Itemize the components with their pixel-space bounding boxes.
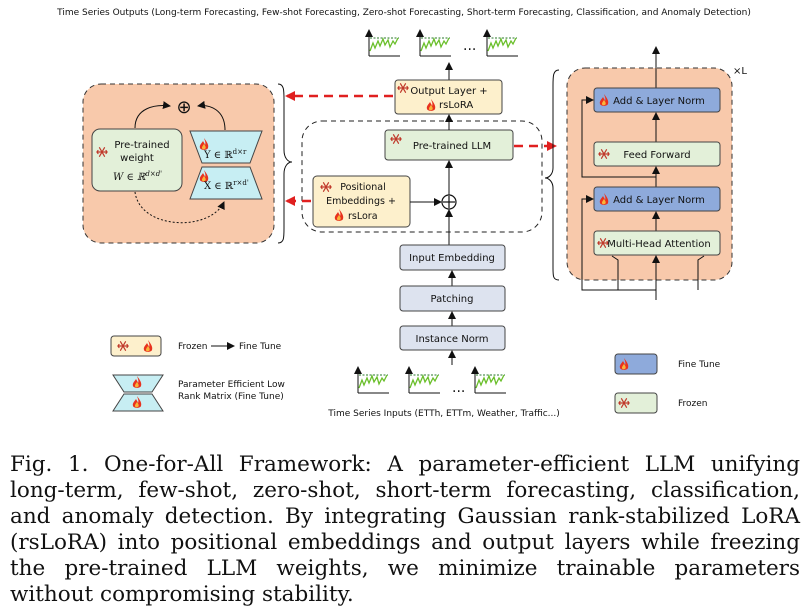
llm-dashed-region <box>301 120 543 233</box>
low-rank-matrices: Y ∈ ℝd×r X ∈ ℝr×d' <box>189 130 263 200</box>
add-norm-bottom: Add & Layer Norm <box>593 186 721 212</box>
attention-box: Multi-Head Attention <box>593 230 721 256</box>
transformer-block: ×L Add & Layer Norm Feed Forward Add & L… <box>566 46 747 300</box>
output-layer-box: Output Layer + rsLoRA <box>394 79 503 115</box>
residual-top <box>581 96 656 178</box>
legend-blue: Fine Tune <box>614 353 721 375</box>
lora-panel: Pre-trained weight W ∈ ℝd×d' Y ∈ ℝd×r X … <box>82 83 275 244</box>
output-ellipsis: ... <box>463 38 476 54</box>
pretrained-llm-box: Pre-trained LLM <box>384 129 514 161</box>
legend-green: Frozen <box>614 392 708 414</box>
instance-norm-label: Instance Norm <box>416 334 489 345</box>
input-embedding-label: Input Embedding <box>409 253 495 264</box>
inputs-label: Time Series Inputs (ETTh, ETTm, Weather,… <box>327 409 560 419</box>
output-layer-line2: rsLoRA <box>439 100 473 111</box>
output-chart-1 <box>366 29 400 57</box>
input-embedding-box: Input Embedding <box>399 244 506 271</box>
feed-forward-label: Feed Forward <box>623 150 690 161</box>
llm-label: Pre-trained LLM <box>413 141 491 152</box>
output-layer-line1: Output Layer + <box>410 86 487 97</box>
positional-line3: rsLora <box>348 211 378 222</box>
patching-label: Patching <box>431 294 474 305</box>
block-brace <box>544 69 560 281</box>
attention-label: Multi-Head Attention <box>607 239 711 250</box>
lora-brace <box>277 83 293 244</box>
instance-norm-box: Instance Norm <box>399 325 506 351</box>
legend-frozen-text: Frozen <box>178 342 208 352</box>
framework-diagram: Time Series Outputs (Long-term Forecasti… <box>56 8 751 419</box>
legend-frozen-finetune: Frozen Fine Tune <box>110 335 282 357</box>
pretrained-weight-box: Pre-trained weight W ∈ ℝd×d' <box>91 128 183 192</box>
pretrained-line1: Pre-trained <box>114 140 169 151</box>
add-norm-bottom-label: Add & Layer Norm <box>613 195 705 206</box>
repeat-label: ×L <box>733 66 747 77</box>
positional-embeddings-box: Positional Embeddings + rsLora <box>312 175 411 228</box>
input-charts: ... <box>355 366 506 396</box>
lora-sum-symbol: ⊕ <box>176 97 191 118</box>
legend-low-rank: Parameter Efficient Low Rank Matrix (Fin… <box>112 374 285 412</box>
pretrained-line2: weight <box>120 153 154 164</box>
y-matrix-var: Y ∈ ℝd×r <box>203 148 247 161</box>
legend-param-line2: Rank Matrix (Fine Tune) <box>178 392 284 402</box>
output-charts: ... <box>366 29 518 57</box>
weight-var: W ∈ ℝd×d' <box>113 170 162 183</box>
arrow-matrix-to-sum <box>197 100 226 131</box>
outputs-title: Time Series Outputs (Long-term Forecasti… <box>56 8 751 18</box>
output-chart-2 <box>417 29 451 57</box>
add-norm-top-label: Add & Layer Norm <box>613 96 705 107</box>
positional-line1: Positional <box>340 182 385 193</box>
positional-line2: Embeddings + <box>326 196 396 207</box>
figure-caption: Fig. 1. One-for-All Framework: A paramet… <box>10 452 800 607</box>
residual-bottom <box>581 195 656 291</box>
input-chart-2 <box>406 366 440 394</box>
legend-blue-label: Fine Tune <box>678 360 721 370</box>
feed-forward-box: Feed Forward <box>593 141 721 167</box>
x-matrix-var: X ∈ ℝr×d' <box>204 179 249 192</box>
output-chart-3 <box>484 29 518 57</box>
sum-node <box>441 194 457 210</box>
input-ellipsis: ... <box>452 380 465 396</box>
patching-box: Patching <box>399 285 506 312</box>
add-norm-top: Add & Layer Norm <box>593 87 721 113</box>
arrow-weight-to-sum <box>134 101 171 129</box>
input-chart-1 <box>355 366 389 394</box>
dotted-weight-to-matrix <box>134 191 225 224</box>
legend-param-line1: Parameter Efficient Low <box>178 380 285 390</box>
legend-finetune-text: Fine Tune <box>239 342 282 352</box>
input-chart-3 <box>472 366 506 394</box>
legend-green-label: Frozen <box>678 399 708 409</box>
